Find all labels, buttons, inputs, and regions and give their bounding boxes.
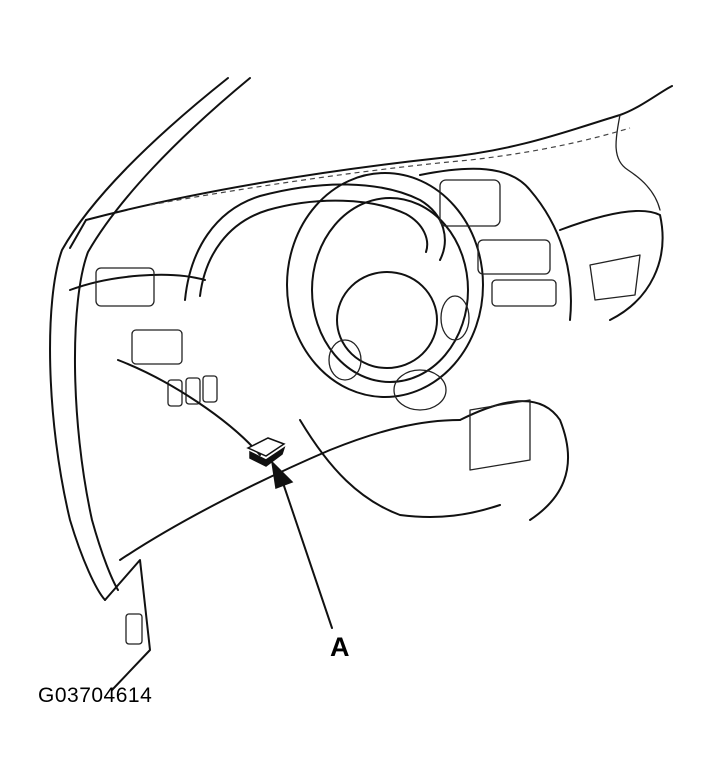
instrument-cluster [184, 183, 446, 301]
steering-wheel [286, 172, 484, 411]
center-console [419, 167, 664, 521]
figure-id: G03704614 [38, 684, 153, 707]
dashboard-top [69, 85, 673, 249]
callout-label: A [330, 632, 350, 662]
data-link-connector [246, 437, 286, 467]
door-frame [49, 77, 251, 691]
lower-dashboard [69, 267, 501, 561]
callout-leader [270, 459, 333, 629]
